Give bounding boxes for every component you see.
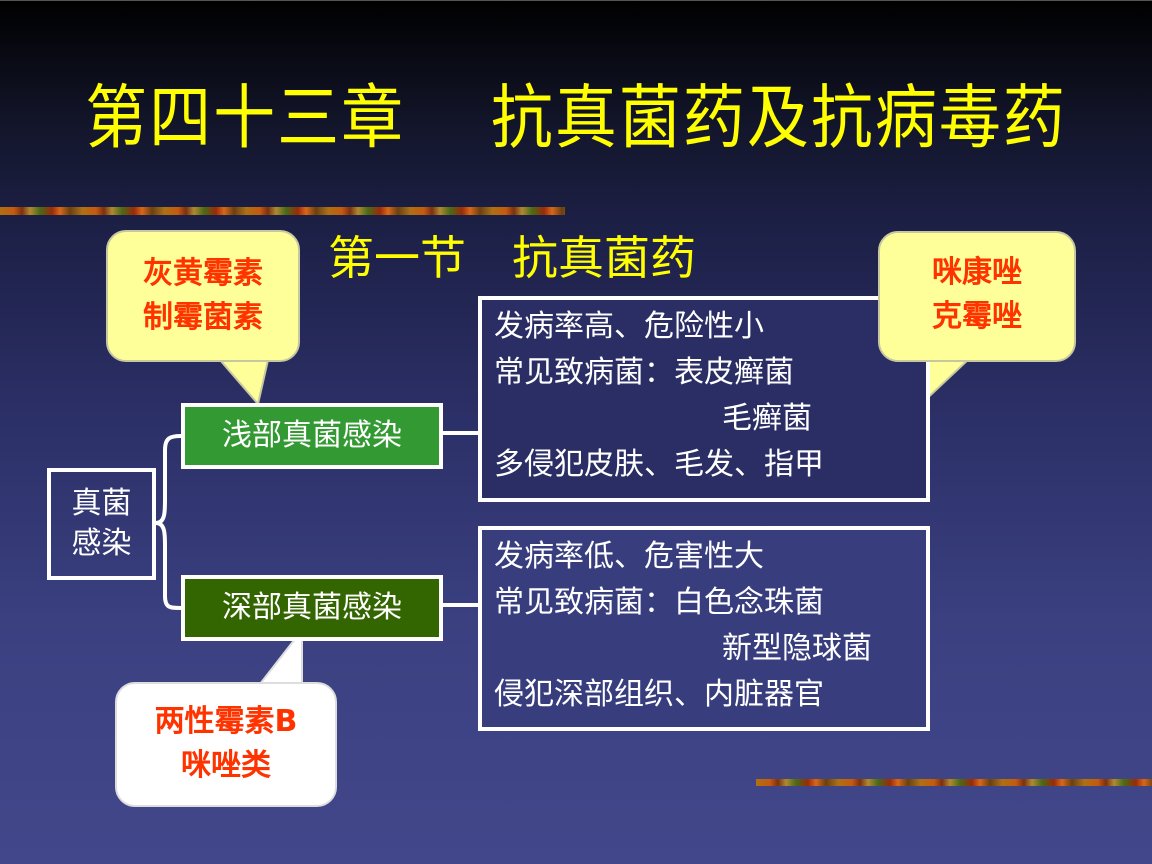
detail-line: 多侵犯皮肤、毛发、指甲 bbox=[494, 447, 824, 482]
detail-line: 常见致病菌：表皮癣菌 bbox=[494, 355, 794, 390]
detail-line: 常见致病菌：白色念珠菌 bbox=[494, 585, 824, 620]
callout-line: 咪唑类 bbox=[181, 748, 271, 783]
branch-shallow-infection: 浅部真菌感染 bbox=[181, 403, 443, 469]
callout-line: 制霉菌素 bbox=[143, 300, 263, 335]
section-subtitle: 第一节 抗真菌药 bbox=[328, 231, 696, 285]
detail-box-shallow: 发病率高、危险性小 常见致病菌：表皮癣菌 毛癣菌 多侵犯皮肤、毛发、指甲 bbox=[478, 296, 930, 502]
callout-deep-drugs: 两性霉素B 咪唑类 bbox=[115, 682, 337, 807]
detail-line: 侵犯深部组织、内脏器官 bbox=[494, 677, 824, 712]
detail-box-deep: 发病率低、危害性大 常见致病菌：白色念珠菌 新型隐球菌 侵犯深部组织、内脏器官 bbox=[478, 526, 930, 731]
branch-deep-infection: 深部真菌感染 bbox=[181, 575, 443, 641]
callout-line: 灰黄霉素 bbox=[143, 256, 263, 291]
root-label-line2: 感染 bbox=[71, 526, 132, 561]
slide-title: 第四十三章 抗真菌药及抗病毒药 bbox=[85, 76, 1067, 159]
callout-line: 两性霉素B bbox=[154, 704, 298, 739]
callout-azole-drugs: 咪康唑 克霉唑 bbox=[878, 231, 1076, 362]
detail-line: 发病率高、危险性小 bbox=[494, 309, 764, 344]
top-border-line bbox=[0, 0, 1152, 1]
detail-line: 新型隐球菌 bbox=[722, 631, 872, 666]
callout-line: 咪康唑 bbox=[932, 255, 1022, 290]
decorative-band-bottom bbox=[756, 779, 1152, 786]
decorative-band-top bbox=[0, 207, 565, 215]
detail-line: 毛癣菌 bbox=[722, 401, 812, 436]
callout-line: 克霉唑 bbox=[932, 299, 1022, 334]
root-node-fungal-infection: 真菌 感染 bbox=[47, 468, 156, 580]
detail-line: 发病率低、危害性大 bbox=[494, 539, 764, 574]
root-label-line1: 真菌 bbox=[71, 486, 132, 521]
callout-shallow-drugs: 灰黄霉素 制霉菌素 bbox=[106, 230, 300, 362]
